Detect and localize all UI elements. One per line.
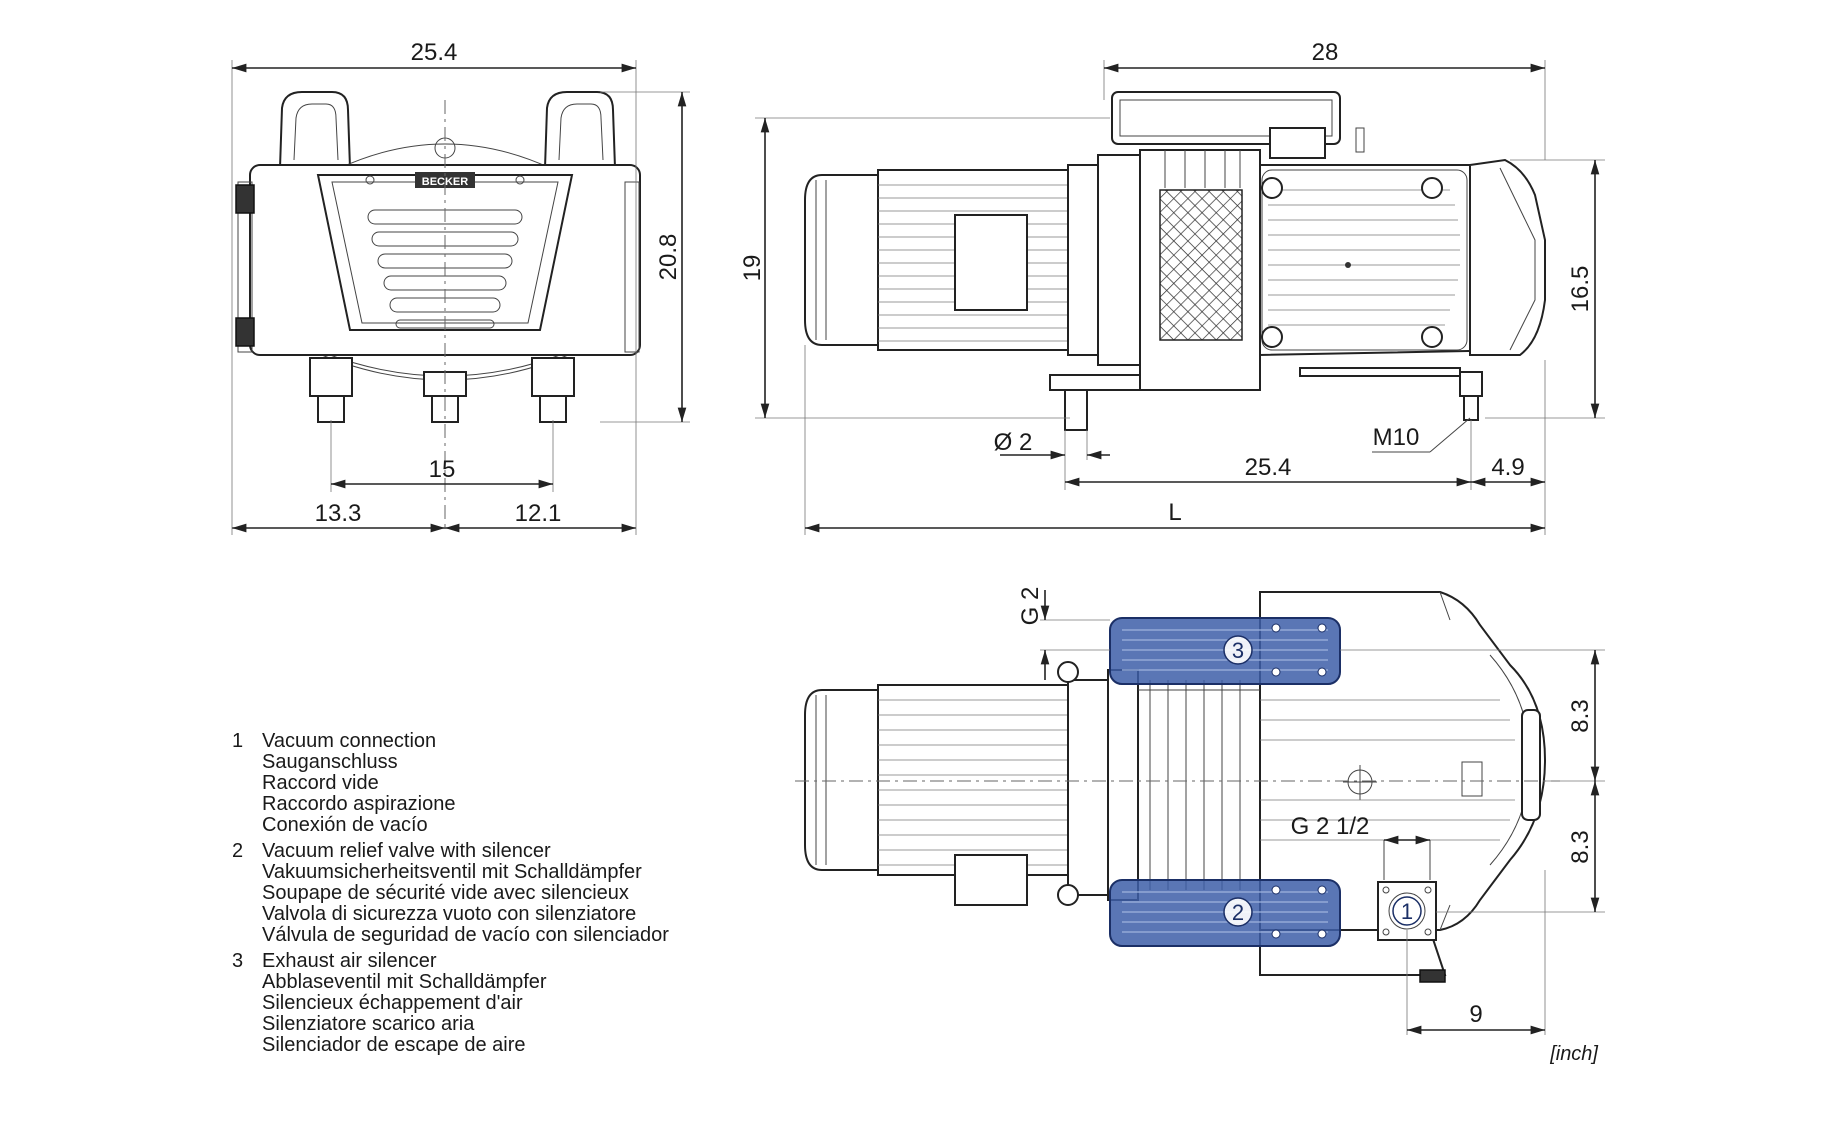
legend: 1 Vacuum connection Sauganschluss Raccor…	[232, 730, 669, 1056]
legend-3-line-3: Silencieux échappement d'air	[262, 992, 523, 1014]
dim-side-height: 19	[739, 255, 766, 282]
top-dimensions: G 2 G 2 1/2 8.3 8.3 9 [inch]	[1017, 587, 1605, 1065]
dim-front-right-offset: 12.1	[515, 500, 562, 527]
legend-3-line-5: Silenciador de escape de aire	[262, 1034, 526, 1056]
top-motor-fins	[878, 699, 1068, 866]
front-view: BECKER	[235, 91, 641, 530]
dim-front-left-offset: 13.3	[315, 500, 362, 527]
exhaust-air-silencer: 3	[1109, 617, 1341, 685]
front-dimensions: 25.4 20.8 15 13.3 12.1	[231, 39, 690, 535]
legend-1-line-2: Sauganschluss	[262, 751, 398, 773]
vacuum-relief-valve: 2	[1109, 879, 1341, 947]
dim-front-feet-spacing: 15	[429, 456, 456, 483]
legend-2-number: 2	[232, 840, 243, 862]
legend-3-line-2: Abblaseventil mit Schalldämpfer	[262, 971, 547, 993]
pump-fins	[1268, 189, 1460, 326]
dim-top-bottom-offset: 9	[1469, 1001, 1482, 1028]
legend-2-line-3: Soupape de sécurité vide avec silencieux	[262, 882, 629, 904]
unit-label: [inch]	[1549, 1043, 1598, 1065]
legend-1-line-3: Raccord vide	[262, 772, 379, 794]
dim-side-feet-spacing: 25.4	[1245, 454, 1292, 481]
dim-top-g2-half: G 2 1/2	[1291, 813, 1370, 840]
legend-2-line-2: Vakuumsicherheitsventil mit Schalldämpfe…	[262, 861, 642, 883]
dim-front-height: 20.8	[655, 234, 682, 281]
legend-1-number: 1	[232, 730, 243, 752]
side-view	[804, 91, 1546, 431]
dim-side-right-offset: 4.9	[1491, 454, 1524, 481]
vacuum-connection: 1	[1392, 896, 1422, 926]
legend-1-line-4: Raccordo aspirazione	[262, 793, 455, 815]
top-pump-fins	[1138, 680, 1515, 890]
legend-3-line-1: Exhaust air silencer	[262, 950, 437, 972]
pump-top-fins	[1164, 150, 1241, 188]
legend-3-line-4: Silenziatore scarico aria	[262, 1013, 475, 1035]
dim-side-top-width: 28	[1312, 39, 1339, 66]
badge-1: 1	[1401, 899, 1413, 924]
legend-3-number: 3	[232, 950, 243, 972]
legend-2-line-5: Válvula de seguridad de vacío con silenc…	[262, 924, 669, 946]
dim-front-width: 25.4	[411, 39, 458, 66]
badge-3: 3	[1232, 638, 1244, 663]
dim-top-upper-offset: 8.3	[1567, 699, 1594, 732]
legend-1-line-1: Vacuum connection	[262, 730, 436, 752]
dim-side-thread: M10	[1373, 424, 1420, 451]
side-dimensions: 28 19 16.5 Ø 2 M10 25.4 4.9 L	[739, 39, 1605, 535]
dim-side-length: L	[1168, 499, 1181, 526]
legend-2-line-4: Valvola di sicurezza vuoto con silenziat…	[262, 903, 636, 925]
dim-top-lower-offset: 8.3	[1567, 830, 1594, 863]
dim-side-right-height: 16.5	[1567, 266, 1594, 313]
dim-top-g2: G 2	[1017, 587, 1044, 626]
legend-2-line-1: Vacuum relief valve with silencer	[262, 840, 551, 862]
badge-2: 2	[1232, 900, 1244, 925]
legend-1-line-5: Conexión de vacío	[262, 814, 428, 836]
dim-side-foot-diameter: Ø 2	[994, 429, 1033, 456]
